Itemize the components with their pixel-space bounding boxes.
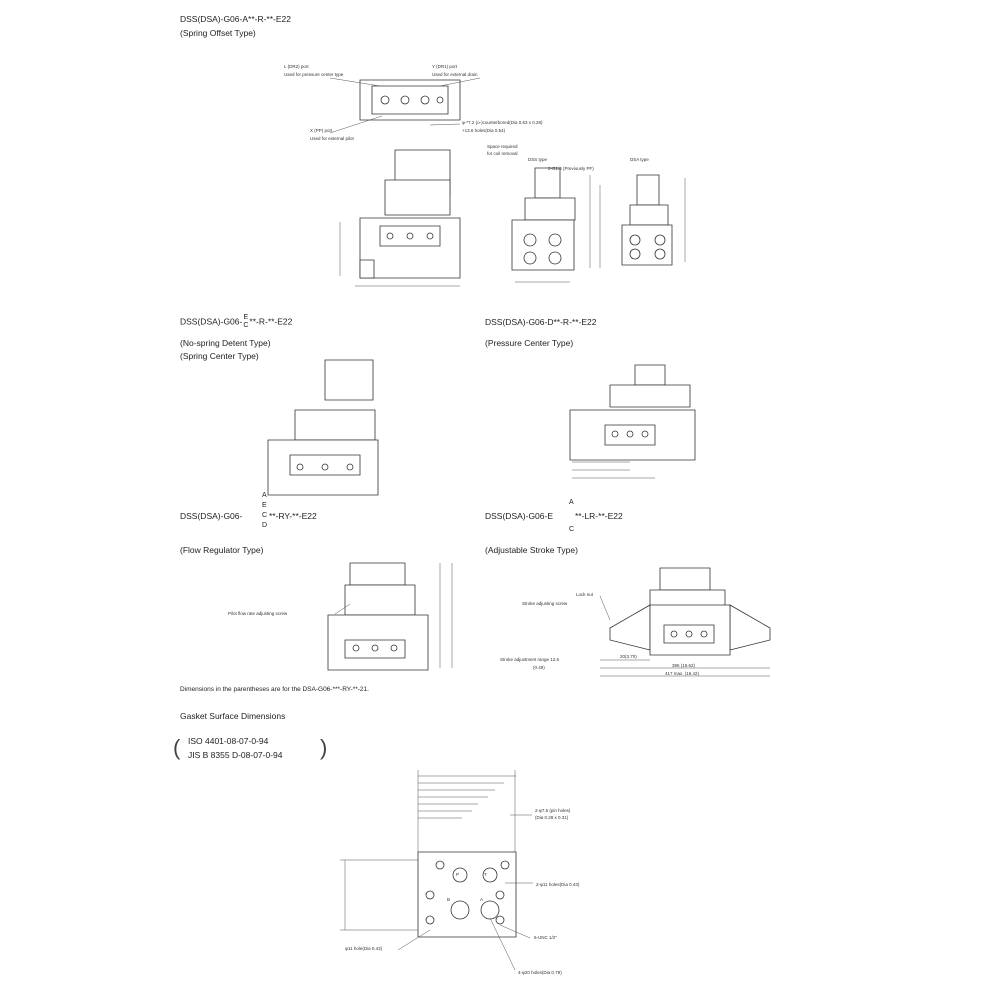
section-4-title-prefix: DSS(DSA)-G06-: [180, 511, 243, 521]
gasket-title: Gasket Surface Dimensions: [180, 711, 286, 721]
front-view-drawing: [340, 150, 460, 286]
l-port-label: L (DR2) port: [284, 64, 309, 69]
pressure-center-drawing: [570, 365, 695, 478]
flow-regulator-drawing: [328, 563, 452, 670]
l-port-note: Used for pressure center type: [284, 72, 344, 77]
section-5-title-prefix: DSS(DSA)-G06-E: [485, 511, 554, 521]
dim-20-label: 20(3.70): [620, 654, 637, 659]
holes-20-label: 4-φ20 holes(Dia 0.79): [518, 970, 562, 975]
section-5-variant-c: C: [569, 526, 575, 533]
section-4-variant-stack: A E C D: [262, 491, 267, 531]
section-2-variant-c: C: [243, 322, 249, 329]
space-label-2: for coil removal: [487, 151, 518, 156]
section-3-title: DSS(DSA)-G06-D**-R-**-E22: [485, 317, 597, 327]
dim-395-label: 395 (15.62): [672, 663, 696, 668]
orings-label: φ-*7.2 (o-)counterbored(Dia 0.63 x 0.28): [462, 120, 543, 125]
section-4-variant-a: A: [262, 492, 267, 499]
section-2-title-prefix: DSS(DSA)-G06-: [180, 316, 243, 327]
dsa-side-view-drawing: [622, 175, 685, 265]
section-5-variant-a: A: [569, 499, 574, 506]
section-2-title-suffix: **-R-**-E22: [249, 316, 293, 327]
section-4-variant-e: E: [262, 502, 267, 509]
pin-holes-inch: (Dia 0.28 x 0.31): [535, 815, 569, 820]
section-4-variant-d: D: [262, 522, 268, 529]
gasket-bracket-left: (: [173, 735, 181, 760]
section-5-subtitle: (Adjustable Stroke Type): [485, 545, 578, 555]
space-label: Space required: [487, 144, 518, 149]
hole-11-left-label: φ11 hole(Dia 0.43): [345, 946, 383, 951]
section-1-title: DSS(DSA)-G06-A**-R-**-E22: [180, 14, 291, 24]
section-5-title-suffix: **-LR-**-E22: [575, 511, 623, 521]
dss-side-view-drawing: [512, 168, 600, 282]
unc-label: 6-UNC 1/2": [534, 935, 557, 940]
stroke-range-label: Stroke adjustment range 12.5: [500, 657, 560, 662]
top-view-drawing: [330, 78, 480, 133]
section-4-variant-c: C: [262, 512, 268, 519]
dss-port-note: 2-G1/4 (Previously PF): [548, 166, 594, 171]
lock-nut-label: Lock nut: [576, 592, 594, 597]
section-3-subtitle: (Pressure Center Type): [485, 338, 574, 348]
section-2-variant-e: E: [243, 314, 249, 321]
gasket-standard-jis: JIS B 8355 D-08-07-0-94: [188, 750, 283, 760]
pin-holes-label: 2-φ7.5 (pin holes): [535, 808, 571, 813]
gasket-bracket-right: ): [320, 735, 328, 760]
section-4-title-suffix: **-RY-**-E22: [269, 511, 317, 521]
section-2-subtitle-2: (Spring Center Type): [180, 351, 259, 361]
section-2-subtitle-1: (No-spring Detent Type): [180, 338, 271, 348]
holes-label: +13.6 holes(Dia 0.54): [462, 128, 506, 133]
gasket-standard-iso: ISO 4401-08-07-0-94: [188, 736, 269, 746]
adjustable-stroke-drawing: [600, 568, 770, 676]
section-4-subtitle: (Flow Regulator Type): [180, 545, 264, 555]
port-t-label: T: [484, 872, 487, 877]
stroke-range-inch: (0.49): [533, 665, 545, 670]
port-a-label: A: [480, 897, 484, 902]
gasket-surface-drawing: [340, 770, 533, 970]
dss-type-label: DSS type: [528, 157, 548, 162]
spring-center-drawing: [268, 360, 378, 495]
holes-11-label: 2-φ11 holes(Dia 0.43): [536, 882, 580, 887]
dim-417-label: 417 max. (16.42): [665, 671, 700, 676]
dimension-note: Dimensions in the parentheses are for th…: [180, 686, 369, 693]
stroke-screw-label: Stroke adjusting screw: [522, 601, 568, 606]
dsa-type-label: DSA type: [630, 157, 649, 162]
section-1-subtitle: (Spring Offset Type): [180, 28, 256, 38]
port-p-label: P: [456, 872, 460, 877]
y-port-note: Used for external drain: [432, 72, 478, 77]
port-b-label: B: [447, 897, 451, 902]
pilot-flow-screw-label: Pilot flow rate adjusting screw: [228, 611, 288, 616]
x-port-note: Used for external pilot: [310, 136, 354, 141]
x-port-label: X (PP) port: [310, 128, 333, 133]
y-port-label: Y (DR1) port: [432, 64, 458, 69]
